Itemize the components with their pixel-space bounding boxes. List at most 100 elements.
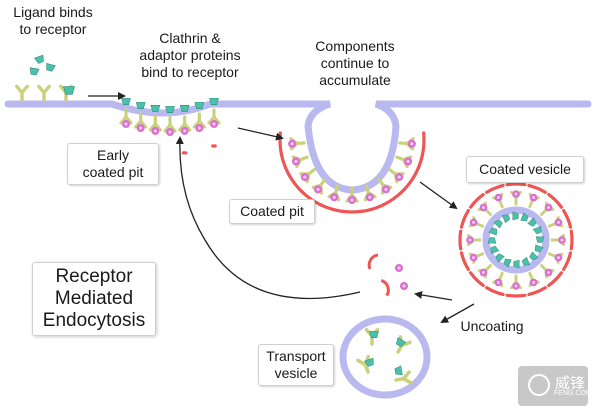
- adaptor-protein-icon: [400, 282, 408, 290]
- clathrin-icon: [459, 209, 470, 229]
- adaptor-protein-icon: [529, 193, 538, 202]
- adaptor-protein-icon: [469, 218, 478, 227]
- adaptor-protein-icon: [136, 124, 145, 132]
- adaptor-protein-icon: [512, 190, 520, 198]
- early-pit-receptor: [178, 115, 192, 132]
- transport-vesicle-graphic: [339, 315, 431, 399]
- ligand-icon: [396, 337, 407, 348]
- arrow-to-fragments: [414, 291, 453, 301]
- adaptor-protein-icon: [494, 193, 503, 202]
- arrow-to-transport-vesicle: [440, 303, 475, 323]
- adaptor-protein-icon: [382, 185, 391, 194]
- ligand-icon: [209, 98, 219, 105]
- adaptor-protein-icon: [288, 139, 297, 148]
- adaptor-protein-icon: [300, 173, 309, 182]
- adaptor-protein-icon: [554, 218, 563, 227]
- process-arrows: [88, 92, 475, 323]
- ligand-icon: [527, 217, 537, 227]
- transport-vesicle-membrane: [339, 315, 431, 399]
- early-pit-receptor: [148, 115, 162, 132]
- ligand-icon: [394, 365, 403, 376]
- clathrin-fragment: [380, 279, 390, 297]
- ligand-icon: [46, 63, 56, 72]
- clathrin-icon: [458, 229, 463, 251]
- clathrin-icon: [412, 153, 425, 178]
- clathrin-icon: [459, 251, 470, 271]
- ligand-icon: [501, 214, 511, 224]
- ligand-icon: [512, 211, 519, 221]
- adaptor-protein-icon: [195, 124, 204, 132]
- coated-vesicle-graphic: [458, 182, 574, 298]
- early-pit-receptor: [134, 112, 148, 129]
- ligand-icon: [194, 102, 205, 109]
- clathrin-icon: [338, 209, 366, 214]
- watermark-logo: 威锋 FENG.COM: [518, 366, 592, 406]
- adaptor-protein-icon: [466, 236, 474, 244]
- ligand-icon: [121, 98, 131, 105]
- arrow-recycle: [175, 136, 361, 300]
- adaptor-protein-icon: [348, 196, 356, 204]
- clathrin-icon: [562, 251, 573, 271]
- clathrin-icon: [278, 131, 284, 158]
- ligand-icon: [150, 105, 161, 112]
- adaptor-protein-icon: [529, 278, 538, 287]
- clathrin-icon: [505, 293, 527, 298]
- uncoated-fragments-graphic: [367, 253, 408, 297]
- adaptor-protein-icon: [330, 193, 339, 202]
- ligand-icon: [513, 259, 520, 269]
- clathrin-icon: [485, 183, 505, 194]
- ligand-icon: [495, 253, 505, 263]
- vesicle-membrane: [482, 206, 550, 274]
- coated-vesicle-label: Coated vesicle: [466, 156, 584, 183]
- arrow-to-coated-pit: [237, 127, 284, 141]
- coated-pit-label: Coated pit: [229, 199, 315, 224]
- clathrin-icon: [562, 209, 573, 229]
- clathrin-icon: [360, 202, 386, 213]
- early-pit-receptor: [207, 108, 221, 125]
- clathrin-icon: [468, 271, 485, 288]
- adaptor-protein-icon: [469, 253, 478, 262]
- clathrin-icon: [318, 202, 344, 213]
- adaptor-protein-icon: [395, 264, 403, 272]
- adaptor-protein-icon: [404, 157, 413, 166]
- watermark-icon: [528, 374, 550, 396]
- transport-vesicle-label: Transport vesicle: [258, 344, 334, 386]
- ligand-icon: [520, 212, 529, 222]
- ligand-icon: [29, 67, 40, 76]
- components-accumulate-label: Components continue to accumulate: [315, 38, 395, 88]
- ligand-icon: [535, 236, 545, 243]
- adaptor-protein-icon: [407, 139, 416, 148]
- adaptor-protein-icon: [210, 120, 218, 128]
- early-pit-receptor: [163, 116, 177, 133]
- early-pit-receptor: [192, 112, 206, 129]
- ligand-icon: [521, 256, 531, 266]
- adaptor-protein-icon: [122, 120, 130, 128]
- clathrin-icon: [547, 192, 564, 209]
- arrow-to-coated-vesicle: [419, 181, 458, 210]
- ligand-icon: [534, 244, 544, 253]
- coated-pit-graphic: [119, 98, 426, 214]
- clathrin-icon: [527, 183, 547, 194]
- adaptor-protein-icon: [180, 126, 189, 135]
- ligand-icon: [179, 105, 190, 112]
- adaptor-protein-icon: [291, 157, 300, 166]
- adaptor-protein-icon: [166, 128, 174, 136]
- ligand-icon: [369, 331, 379, 338]
- clathrin-icon: [505, 182, 527, 187]
- adaptor-protein-icon: [365, 193, 374, 202]
- adaptor-protein-icon: [558, 236, 566, 244]
- receptor-icon: [37, 84, 51, 102]
- adaptor-protein-icon: [151, 126, 160, 135]
- clathrin-icon: [547, 271, 564, 288]
- early-coated-pit-label: Early coated pit: [67, 143, 159, 185]
- ligand-icon: [487, 237, 497, 244]
- receptor-icon: [15, 84, 29, 102]
- ligand-icon: [493, 219, 503, 229]
- adaptor-protein-icon: [512, 282, 520, 290]
- clathrin-icon: [381, 190, 404, 207]
- adaptor-protein-icon: [479, 203, 488, 212]
- transport-receptor: [394, 370, 413, 385]
- adaptor-protein-icon: [395, 173, 404, 182]
